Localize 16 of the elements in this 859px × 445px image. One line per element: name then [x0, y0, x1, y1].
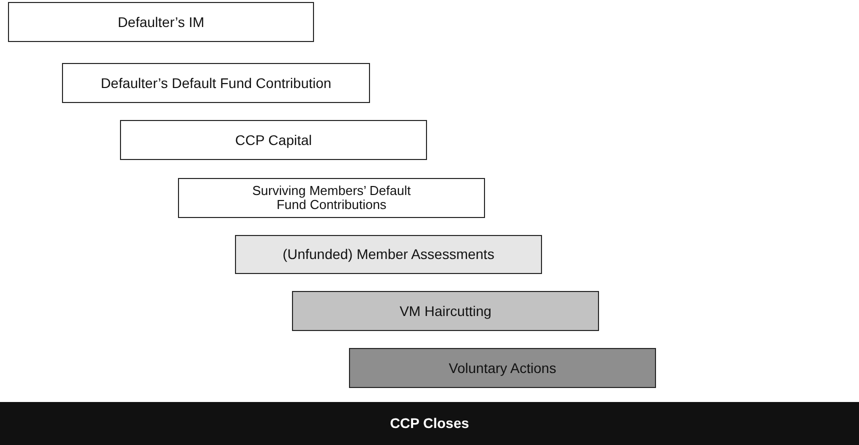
tier-box — [292, 291, 599, 331]
tier-label: VM Haircutting — [400, 302, 492, 320]
tier-box — [120, 120, 427, 160]
tier-label: Defaulter’s IM — [118, 14, 204, 30]
tier-label: (Unfunded) Member Assessments — [282, 246, 494, 263]
tier-box — [8, 2, 314, 42]
tier-box — [178, 178, 485, 218]
tier-label: CCP Capital — [235, 132, 312, 148]
tier-label: Voluntary Actions — [448, 360, 556, 376]
tier-label: Defaulter’s Default Fund Contribution — [100, 74, 332, 92]
tier-box — [235, 235, 542, 274]
closing-bar — [0, 402, 859, 445]
tier-box — [62, 63, 370, 103]
tier-label: Surviving Members’ Default Fund Contributions — [251, 184, 412, 212]
tier-label: CCP Closes — [390, 415, 470, 432]
tier-box — [349, 348, 656, 388]
